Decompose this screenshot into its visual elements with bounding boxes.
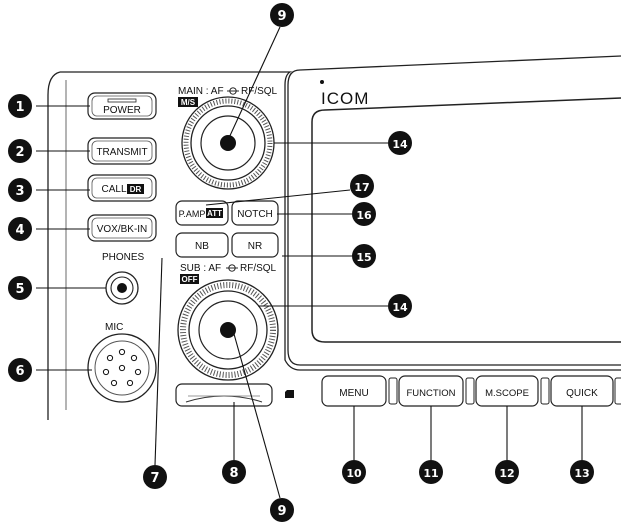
svg-text:3: 3 bbox=[15, 184, 24, 199]
nr-button-label: NR bbox=[248, 241, 262, 252]
svg-text:7: 7 bbox=[150, 471, 159, 486]
nb-button[interactable]: NB bbox=[175, 232, 229, 258]
callout-16: 16 bbox=[352, 202, 376, 226]
callout-15: 15 bbox=[352, 244, 376, 268]
transmit-button[interactable]: TRANSMIT bbox=[87, 137, 157, 165]
pamp-button-label: P.AMP bbox=[179, 209, 206, 219]
svg-text:11: 11 bbox=[423, 467, 438, 480]
function-button-label: FUNCTION bbox=[406, 388, 455, 399]
callout-9-bottom: 9 bbox=[270, 498, 294, 522]
call-button[interactable]: CALL DR bbox=[87, 174, 157, 202]
main-knob-label: MAIN : AF bbox=[178, 86, 224, 97]
mic-connector[interactable] bbox=[87, 333, 157, 403]
nb-button-label: NB bbox=[195, 241, 209, 252]
svg-text:5: 5 bbox=[15, 282, 24, 297]
quick-button-label: QUICK bbox=[566, 388, 598, 399]
power-button[interactable]: POWER bbox=[87, 92, 157, 120]
callout-17: 17 bbox=[350, 174, 374, 198]
callout-1: 1 bbox=[8, 94, 32, 118]
svg-text:13: 13 bbox=[574, 467, 589, 480]
panel-left-edge bbox=[47, 71, 61, 420]
button-divider bbox=[614, 377, 621, 405]
phones-jack[interactable] bbox=[105, 271, 139, 305]
callout-11: 11 bbox=[419, 460, 443, 484]
callout-6: 6 bbox=[8, 358, 32, 382]
logo-dot-icon bbox=[320, 80, 324, 84]
svg-text:16: 16 bbox=[356, 209, 372, 222]
call-button-label: CALL bbox=[101, 184, 126, 195]
callout-7: 7 bbox=[143, 465, 167, 489]
mic-label: MIC bbox=[105, 322, 123, 333]
mscope-button-label: M.SCOPE bbox=[485, 388, 529, 399]
notch-button[interactable]: NOTCH bbox=[231, 200, 279, 226]
sd-card-icon bbox=[285, 390, 294, 398]
nr-button[interactable]: NR bbox=[231, 232, 279, 258]
notch-button-label: NOTCH bbox=[237, 209, 273, 220]
svg-text:10: 10 bbox=[346, 467, 362, 480]
svg-text:12: 12 bbox=[499, 467, 514, 480]
callout-14-top: 14 bbox=[388, 131, 412, 155]
svg-text:15: 15 bbox=[356, 251, 371, 264]
sub-tag-box bbox=[180, 274, 199, 284]
svg-text:2: 2 bbox=[15, 145, 24, 160]
callout-9-top: 9 bbox=[270, 3, 294, 27]
sub-dial-knob[interactable] bbox=[177, 279, 279, 381]
callout-5: 5 bbox=[8, 276, 32, 300]
brand-logo: ICOM bbox=[321, 89, 369, 108]
main-knob-rf-label: RF/SQL bbox=[241, 86, 278, 97]
sd-card-slot[interactable] bbox=[175, 383, 273, 407]
svg-text:9: 9 bbox=[277, 504, 286, 519]
vox-bk-in-button[interactable]: VOX/BK-IN bbox=[87, 214, 157, 242]
callout-12: 12 bbox=[495, 460, 519, 484]
svg-text:17: 17 bbox=[354, 181, 369, 194]
sub-knob-label: SUB : AF bbox=[180, 263, 221, 274]
sub-knob-rf-label: RF/SQL bbox=[240, 263, 277, 274]
callout-14-bottom: 14 bbox=[388, 294, 412, 318]
main-tag: M/S bbox=[181, 98, 196, 107]
leader-lines bbox=[36, 26, 583, 499]
vox-button-label: VOX/BK-IN bbox=[97, 224, 148, 235]
sub-tag: OFF bbox=[182, 275, 198, 284]
menu-button[interactable]: MENU bbox=[321, 375, 387, 407]
mscope-button[interactable]: M.SCOPE bbox=[475, 375, 539, 407]
display-screen-top bbox=[324, 97, 621, 111]
display-bezel bbox=[287, 69, 621, 366]
callout-2: 2 bbox=[8, 139, 32, 163]
transmit-button-label: TRANSMIT bbox=[96, 147, 147, 158]
main-tag-box bbox=[178, 97, 198, 107]
svg-text:6: 6 bbox=[15, 364, 24, 379]
pamp-button-tag: ATT bbox=[207, 209, 222, 218]
call-button-tag: DR bbox=[130, 185, 142, 194]
function-button[interactable]: FUNCTION bbox=[398, 375, 464, 407]
button-divider bbox=[540, 377, 550, 405]
pamp-att-button[interactable]: P.AMP ATT bbox=[175, 200, 229, 226]
svg-text:14: 14 bbox=[392, 138, 408, 151]
display-bezel-top bbox=[299, 55, 621, 71]
svg-text:4: 4 bbox=[15, 223, 24, 238]
power-button-label: POWER bbox=[103, 105, 141, 116]
button-divider bbox=[465, 377, 475, 405]
quick-button[interactable]: QUICK bbox=[550, 375, 614, 407]
phones-label: PHONES bbox=[102, 252, 145, 263]
svg-text:9: 9 bbox=[277, 9, 286, 24]
main-dial-knob[interactable] bbox=[181, 96, 275, 190]
button-divider bbox=[388, 377, 398, 405]
svg-text:1: 1 bbox=[15, 100, 24, 115]
callout-13: 13 bbox=[570, 460, 594, 484]
panel-outline bbox=[60, 71, 621, 371]
svg-text:8: 8 bbox=[229, 466, 238, 481]
display-screen bbox=[311, 109, 621, 343]
menu-button-label: MENU bbox=[339, 388, 368, 399]
svg-text:14: 14 bbox=[392, 301, 408, 314]
callout-4: 4 bbox=[8, 217, 32, 241]
callout-8: 8 bbox=[222, 460, 246, 484]
callout-10: 10 bbox=[342, 460, 366, 484]
callout-3: 3 bbox=[8, 178, 32, 202]
